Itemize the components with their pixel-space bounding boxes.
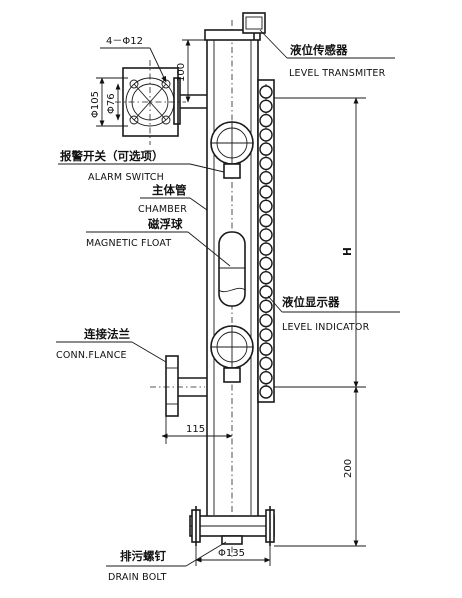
magnetic-float: [218, 231, 246, 307]
indicator-bead: [259, 356, 273, 371]
indicator-bead: [259, 156, 273, 171]
label-alarm-cn: 报警开关（可选项）: [60, 149, 164, 163]
label-drain-cn: 排污螺钉: [120, 549, 166, 563]
label-indicator-en: LEVEL INDICATOR: [282, 322, 370, 333]
dim-h-text: H: [342, 247, 354, 256]
indicator-bead: [259, 113, 273, 128]
alarm-switch-upper: [210, 121, 254, 179]
indicator-bead: [259, 328, 273, 342]
alarm-switch-lower: [210, 325, 254, 383]
indicator-bead: [259, 313, 273, 328]
label-chamber-cn: 主体管: [152, 183, 187, 197]
indicator-bead: [259, 128, 273, 142]
dim-100: 100: [176, 63, 187, 82]
label-transmitter-cn: 液位传感器: [290, 43, 348, 57]
indicator-bead: [259, 342, 273, 356]
dim-top-100: 100: [176, 39, 207, 103]
dim-offset-115: 115: [161, 416, 233, 444]
indicator-beads: [259, 85, 273, 399]
dim-holes-text: 4－Φ12: [106, 36, 143, 47]
label-alarm-en: ALARM SWITCH: [88, 172, 164, 183]
indicator-bead: [259, 85, 273, 99]
dim-holes: 4－Φ12: [100, 36, 167, 83]
dim-h: H: [274, 97, 366, 388]
indicator-bead: [259, 299, 273, 313]
upper-side-outlet: [173, 77, 207, 125]
dim-bottom-200: 200: [274, 386, 366, 547]
indicator-bead: [259, 228, 273, 242]
indicator-bead: [259, 170, 273, 185]
dim-diameters: Φ105 Φ76: [90, 77, 128, 127]
indicator-bead: [259, 385, 273, 399]
dim-135-text: Φ135: [218, 548, 245, 559]
indicator-bead: [259, 142, 273, 156]
dim-115-text: 115: [186, 424, 205, 435]
label-leaders: [56, 29, 400, 567]
connection-flange: [150, 355, 207, 417]
dim-d76: Φ76: [106, 93, 117, 114]
label-flange-en: CONN.FLANCE: [56, 350, 127, 361]
indicator-bead: [259, 199, 273, 214]
label-chamber-en: CHAMBER: [138, 204, 187, 215]
indicator-bead: [259, 242, 273, 256]
level-indicator-column: [257, 79, 275, 403]
indicator-bead: [259, 185, 273, 199]
label-drain-en: DRAIN BOLT: [108, 572, 167, 583]
indicator-bead: [259, 213, 273, 228]
level-transmitter-head: [204, 12, 266, 41]
indicator-bead: [259, 271, 273, 285]
base-flange: [189, 506, 275, 546]
indicator-bead: [259, 99, 273, 114]
label-indicator-cn: 液位显示器: [282, 295, 340, 309]
indicator-bead: [259, 256, 273, 271]
flange-face-view: [115, 60, 186, 145]
label-float-cn: 磁浮球: [148, 217, 183, 231]
label-transmitter-en: LEVEL TRANSMITER: [289, 68, 386, 79]
dim-d105: Φ105: [90, 91, 101, 118]
label-float-en: MAGNETIC FLOAT: [86, 238, 171, 249]
indicator-bead: [259, 285, 273, 299]
indicator-bead: [259, 371, 273, 385]
dim-base-135: Φ135: [195, 546, 271, 566]
dim-200-text: 200: [343, 459, 354, 478]
label-flange-cn: 连接法兰: [84, 327, 130, 341]
